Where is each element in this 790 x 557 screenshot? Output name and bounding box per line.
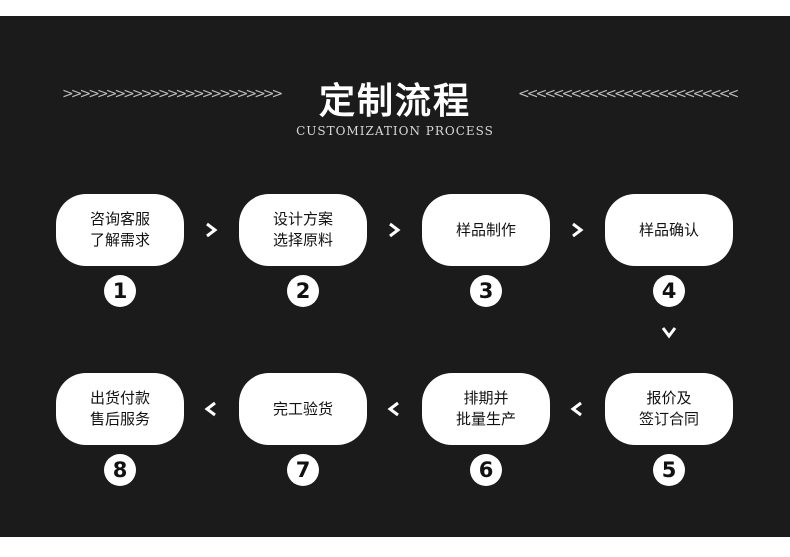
left-chevron-ornament: >>>>>>>>>>>>>>>>>>>>>>>>> [62, 86, 283, 102]
chevron-left-icon [387, 401, 399, 417]
step-6-number: 6 [470, 454, 502, 486]
step-4-number: 4 [653, 275, 685, 307]
step-5-number: 5 [653, 454, 685, 486]
step-7-card: 完工验货 [239, 373, 367, 445]
step-8-card: 出货付款 售后服务 [56, 373, 184, 445]
step-1-number: 1 [104, 275, 136, 307]
chevron-down-icon [661, 327, 677, 339]
step-3-number: 3 [470, 275, 502, 307]
chevron-left-icon [570, 401, 582, 417]
step-8-number: 8 [104, 454, 136, 486]
page-subtitle: CUSTOMIZATION PROCESS [296, 124, 494, 138]
page-title: 定制流程 [318, 81, 471, 122]
right-chevron-ornament: <<<<<<<<<<<<<<<<<<<<<<<<< [518, 86, 739, 102]
step-3-card: 样品制作 [422, 194, 550, 266]
chevron-right-icon [389, 222, 401, 238]
step-2-number: 2 [287, 275, 319, 307]
step-7-number: 7 [287, 454, 319, 486]
process-panel [0, 16, 790, 537]
step-6-card: 排期并 批量生产 [422, 373, 550, 445]
step-1-card: 咨询客服 了解需求 [56, 194, 184, 266]
step-2-card: 设计方案 选择原料 [239, 194, 367, 266]
step-4-card: 样品确认 [605, 194, 733, 266]
chevron-left-icon [204, 401, 216, 417]
chevron-right-icon [572, 222, 584, 238]
step-5-card: 报价及 签订合同 [605, 373, 733, 445]
chevron-right-icon [206, 222, 218, 238]
